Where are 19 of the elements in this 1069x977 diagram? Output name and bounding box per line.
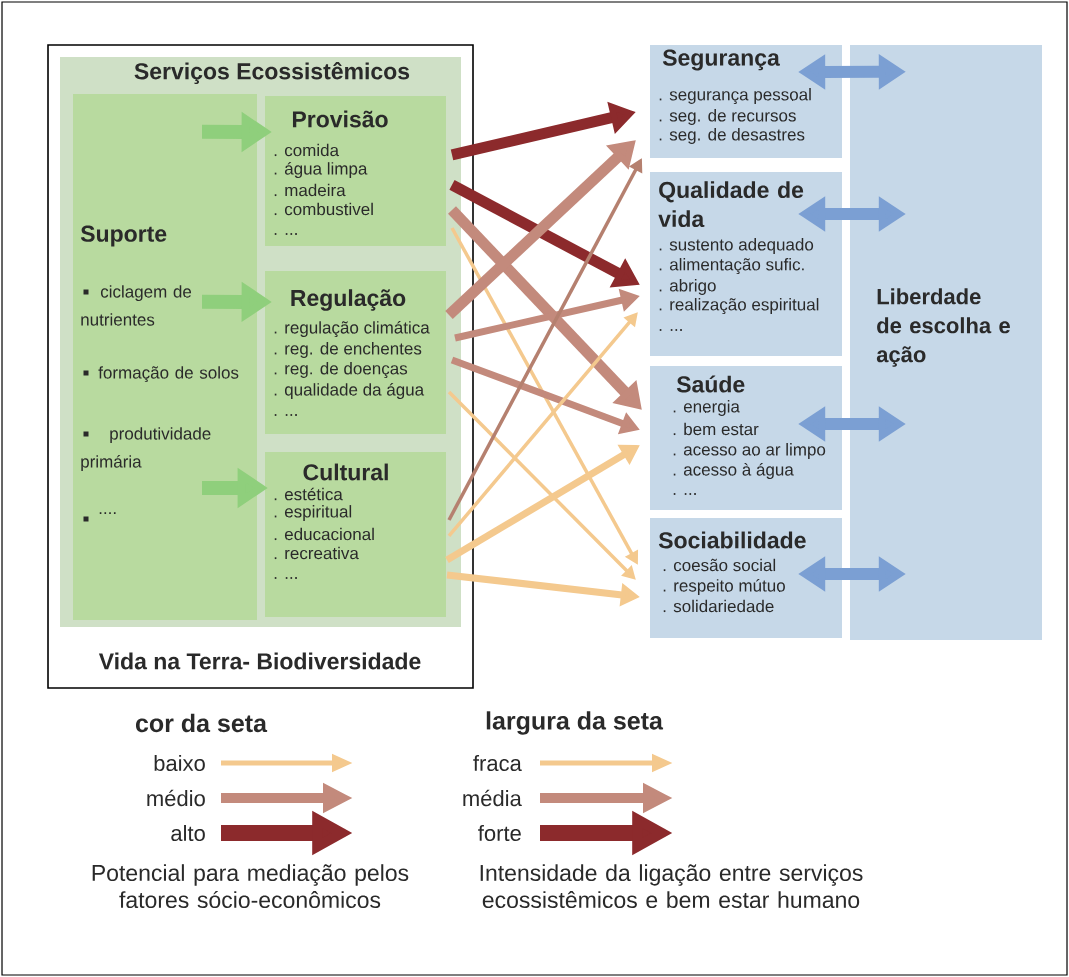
wellbeing-box: Saúde . energia . bem estar . acesso ao ar limpo . acesso à água . ...	[650, 366, 842, 510]
category-box: Provisão . comida . água limpa . madeira . combustivel . ...	[265, 96, 446, 246]
legend-label: fraca	[473, 754, 522, 772]
legend-label: alto	[171, 824, 205, 842]
legend-heading: cor da seta	[136, 713, 268, 733]
wellbeing-box: Sociabilidade . coesão social . respeito mútuo . solidariedade	[650, 518, 842, 638]
category-box: Suporte ciclagem de nutrientes formação de solos produtividade primária ....	[73, 94, 257, 620]
legend-caption: Intensidade da ligação entre serviços ecossistêmicos e bem estar humano	[480, 864, 863, 909]
wellbeing-box: Segurança . segurança pessoal . seg. de recursos . seg. de desastres	[650, 45, 842, 158]
category-box: Regulação . regulação climática . reg. de enchentes . reg. de doenças . qualidade da água . ...	[265, 271, 446, 434]
wellbeing-box: Qualidade de vida . sustento adequado . alimentação sufic. . abrigo . realização espiritual . ...	[650, 172, 842, 356]
legend-label: forte	[478, 824, 521, 842]
legend-label: média	[463, 789, 522, 807]
legend-label: baixo	[154, 754, 205, 772]
freedom-column: Liberdade de escolha e ação	[850, 45, 1042, 640]
category-box: Cultural . estética . espiritual . educacional . recreativa . ...	[265, 452, 446, 617]
legend-label: médio	[147, 789, 205, 807]
legend-heading: largura da seta	[486, 711, 664, 735]
legend-caption: Potencial para mediação pelos fatores sócio-econômicos	[92, 864, 409, 909]
